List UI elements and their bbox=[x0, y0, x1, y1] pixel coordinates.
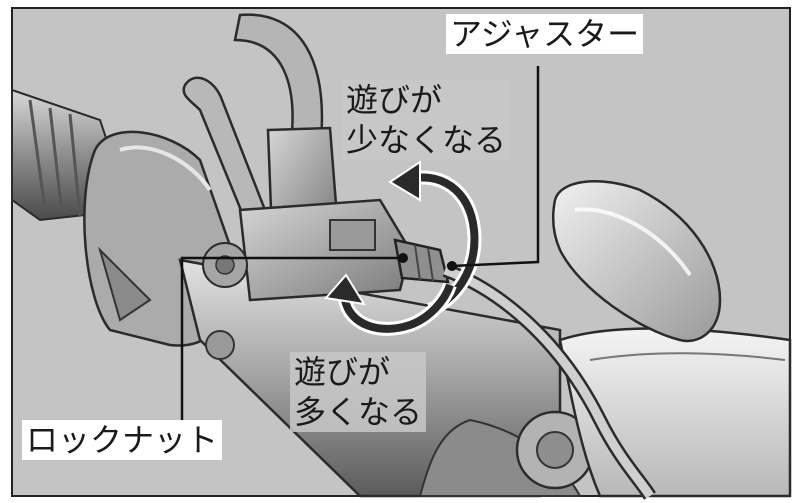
lock-nut-label: ロックナット bbox=[22, 420, 223, 460]
adjuster-label: アジャスター bbox=[446, 14, 644, 54]
lever-bracket bbox=[238, 198, 412, 302]
mirror bbox=[551, 180, 722, 343]
leader-line-locknut bbox=[180, 256, 403, 420]
more-play-label: 遊びが 多くなる bbox=[290, 352, 427, 432]
more-play-label-line1: 遊びが bbox=[294, 353, 391, 391]
leader-line-adjuster bbox=[451, 66, 540, 268]
adjuster-assembly bbox=[393, 238, 656, 500]
less-play-label-line2: 少なくなる bbox=[346, 121, 507, 159]
less-play-label: 遊びが 少なくなる bbox=[342, 80, 511, 160]
less-play-label-line1: 遊びが bbox=[346, 81, 443, 119]
more-play-label-line2: 多くなる bbox=[294, 393, 423, 431]
